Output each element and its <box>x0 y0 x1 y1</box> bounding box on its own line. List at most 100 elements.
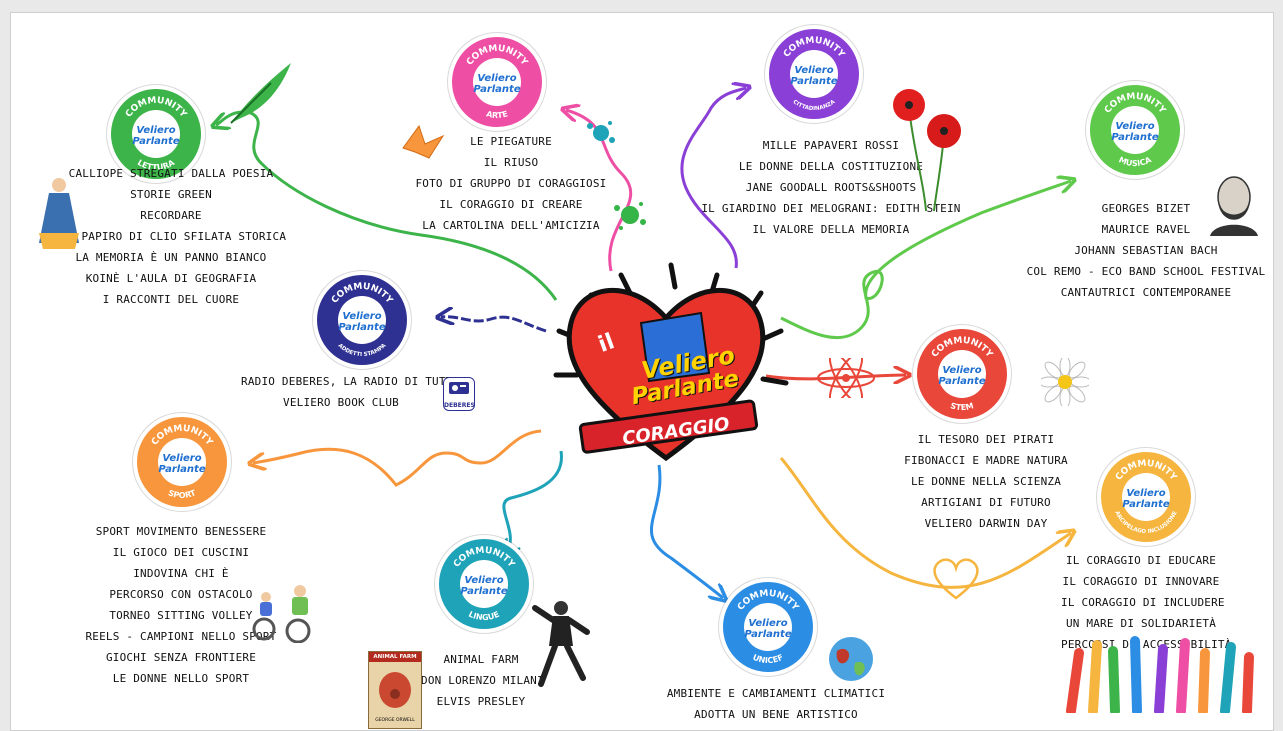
list-item: JANE GOODALL ROOTS&SHOOTS <box>745 181 917 194</box>
badge-name-label: STEM <box>949 401 974 412</box>
list-item: ELVIS PRESLEY <box>436 695 526 708</box>
paint-splash-blue-icon <box>587 121 615 143</box>
connector-arte <box>566 110 633 272</box>
list-item: IL CORAGGIO DI INCLUDERE <box>1061 596 1225 609</box>
list-item: GIOCHI SENZA FRONTIERE <box>105 651 257 664</box>
feather-icon <box>230 63 291 124</box>
list-item: UN MARE DI SOLIDARIETÀ <box>1065 617 1217 630</box>
radio-label: DEBERES <box>444 402 475 409</box>
list-item: IL CORAGGIO DI EDUCARE <box>1065 554 1217 567</box>
connector-musica <box>780 181 1071 339</box>
list-item: LE DONNE NELLA SCIENZA <box>910 475 1062 488</box>
list-item: FIBONACCI E MADRE NATURA <box>904 454 1068 467</box>
list-item: STORIE GREEN <box>130 188 212 201</box>
list-item: JOHANN SEBASTIAN BACH <box>1074 244 1218 257</box>
connector-cittadinanza <box>680 88 746 269</box>
list-item: SPORT MOVIMENTO BENESSERE <box>95 525 267 538</box>
badge-logo-line1: Veliero <box>942 365 981 376</box>
list-item: LE DONNE NELLO SPORT <box>112 672 250 685</box>
connector-sport <box>253 429 542 487</box>
list-item: LE PIEGATURE <box>470 135 552 148</box>
list-item: RECORDARE <box>140 209 202 222</box>
list-item: KOINÈ L'AULA DI GEOGRAFIA <box>85 272 257 285</box>
badge-logo-line2: Parlante <box>1122 499 1169 510</box>
list-item: ANIMAL FARM <box>443 653 519 666</box>
list-item: IL PAPIRO DI CLIO SFILATA STORICA <box>61 230 287 243</box>
pig-icon <box>379 672 411 708</box>
heart-doodle-icon <box>933 558 979 600</box>
atom-icon <box>817 358 875 398</box>
badge-logo-line1: Veliero <box>1126 488 1165 499</box>
book-title: ANIMAL FARM <box>369 652 421 662</box>
list-item: AMBIENTE E CAMBIAMENTI CLIMATICI <box>666 687 886 700</box>
wheelchair-athletes-image <box>252 585 311 643</box>
list-item: IL CORAGGIO DI CREARE <box>439 198 583 211</box>
list-sport: SPORT MOVIMENTO BENESSERE IL GIOCO DEI C… <box>81 521 281 689</box>
badge-name-label: CITTADINANZA <box>792 99 837 112</box>
list-item: IL TESORO DEI PIRATI <box>917 433 1055 446</box>
badge-logo-line2: Parlante <box>473 84 520 95</box>
list-lettura: CALLIOPE STREGATI DALLA POESIA STORIE GR… <box>61 163 287 310</box>
badge-name-label: MUSICA <box>1117 155 1153 168</box>
badge-logo-line2: Parlante <box>790 76 837 87</box>
list-item: CANTAUTRICI CONTEMPORANEE <box>1060 286 1232 299</box>
list-stampa: RADIO DEBERES, LA RADIO DI TUTTI VELIERO… <box>241 371 460 413</box>
badge-name-label: LETTURA <box>136 158 177 172</box>
badge-logo-line1: Veliero <box>136 125 175 136</box>
connector-lingue <box>504 450 563 553</box>
list-item: RADIO DEBERES, LA RADIO DI TUTTI <box>241 375 460 388</box>
paint-splash-green-icon <box>614 202 646 230</box>
badge-logo-line1: Veliero <box>1115 121 1154 132</box>
badge-name-label: SPORT <box>167 488 198 500</box>
list-item: IL CORAGGIO DI INNOVARE <box>1062 575 1220 588</box>
list-item: VELIERO DARWIN DAY <box>924 517 1048 530</box>
list-item: MAURICE RAVEL <box>1101 223 1191 236</box>
connector-unicef <box>650 464 723 598</box>
book-cover-animal-farm: ANIMAL FARM GEORGE ORWELL <box>368 651 422 729</box>
badge-logo-line1: Veliero <box>342 311 381 322</box>
connector-stampa <box>441 317 547 333</box>
list-item: GEORGES BIZET <box>1101 202 1191 215</box>
badge-name-label: UNICEF <box>751 653 784 665</box>
badge-logo-line2: Parlante <box>1111 132 1158 143</box>
badge-logo-line1: Veliero <box>748 618 787 629</box>
badge-logo-line2: Parlante <box>158 464 205 475</box>
badge-logo-line2: Parlante <box>460 586 507 597</box>
badge-name-label: LINGUE <box>467 610 501 623</box>
daisy-icon <box>1041 358 1089 406</box>
list-item: ADOTTA UN BENE ARTISTICO <box>694 708 858 721</box>
badge-logo-line2: Parlante <box>338 322 385 333</box>
list-item: IL GIARDINO DEI MELOGRANI: EDITH STEIN <box>701 202 961 215</box>
badge-name-label: ARTE <box>485 109 509 120</box>
list-item: IL VALORE DELLA MEMORIA <box>752 223 910 236</box>
badge-name-label: ADDETTI STAMPA <box>337 342 388 358</box>
list-item: LE DONNE DELLA COSTITUZIONE <box>738 160 924 173</box>
dancer-elvis-image <box>532 601 590 687</box>
list-item: LA CARTOLINA DELL'AMICIZIA <box>422 219 600 232</box>
list-item: ARTIGIANI DI FUTURO <box>921 496 1051 509</box>
list-unicef: AMBIENTE E CAMBIAMENTI CLIMATICI ADOTTA … <box>666 683 886 725</box>
poppies-icon <box>893 89 961 212</box>
list-musica: GEORGES BIZET MAURICE RAVEL JOHANN SEBAS… <box>1021 198 1271 303</box>
connector-arcipelago <box>779 457 1071 589</box>
list-item: TORNEO SITTING VOLLEY <box>109 609 253 622</box>
list-lingue: ANIMAL FARM DON LORENZO MILANI ELVIS PRE… <box>421 649 544 712</box>
list-item: IL GIOCO DEI CUSCINI <box>112 546 250 559</box>
list-item: COL REMO - ECO BAND SCHOOL FESTIVAL <box>1026 265 1266 278</box>
list-item: INDOVINA CHI È <box>133 567 229 580</box>
list-item: LA MEMORIA È UN PANNO BIANCO <box>75 251 267 264</box>
